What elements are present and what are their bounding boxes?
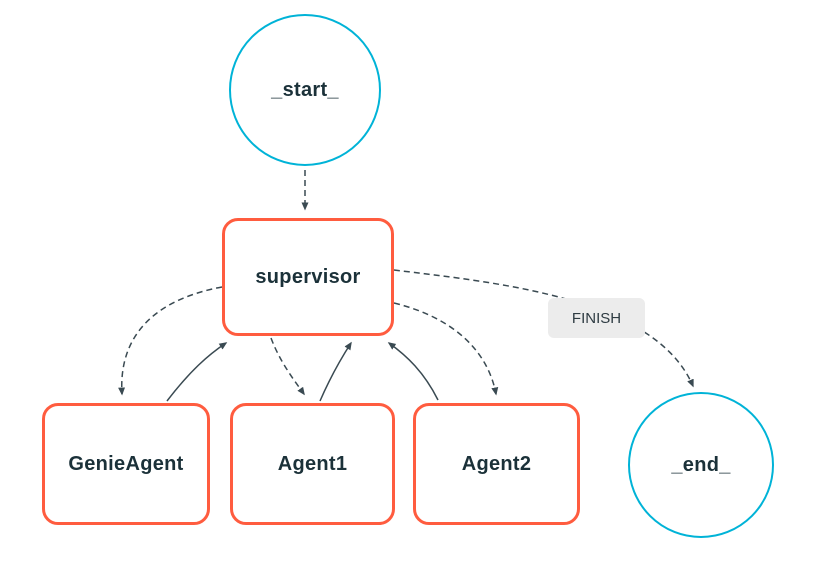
node-start: _start_ <box>229 14 381 166</box>
node-end: _end_ <box>628 392 774 538</box>
edge-label-finish-text: FINISH <box>571 309 622 327</box>
node-genieagent: GenieAgent <box>42 403 210 525</box>
node-agent1-label: Agent1 <box>277 452 348 475</box>
node-supervisor: supervisor <box>222 218 394 336</box>
edge-label-finish: FINISH <box>548 298 645 338</box>
node-start-label: _start_ <box>271 78 339 101</box>
edge-agent1-to-supervisor <box>319 341 352 402</box>
edge-genieagent-to-supervisor <box>166 342 228 402</box>
node-genieagent-label: GenieAgent <box>68 452 184 475</box>
edge-supervisor-to-agent1 <box>270 337 305 396</box>
edge-supervisor-to-agent2 <box>393 302 499 396</box>
node-end-label: _end_ <box>671 453 731 476</box>
edge-supervisor-to-end <box>393 269 694 388</box>
node-agent2-label: Agent2 <box>461 452 532 475</box>
edge-supervisor-to-genieagent <box>118 286 223 396</box>
edge-agent2-to-supervisor <box>387 342 439 401</box>
node-agent1: Agent1 <box>230 403 395 525</box>
node-supervisor-label: supervisor <box>255 265 361 288</box>
node-agent2: Agent2 <box>413 403 580 525</box>
